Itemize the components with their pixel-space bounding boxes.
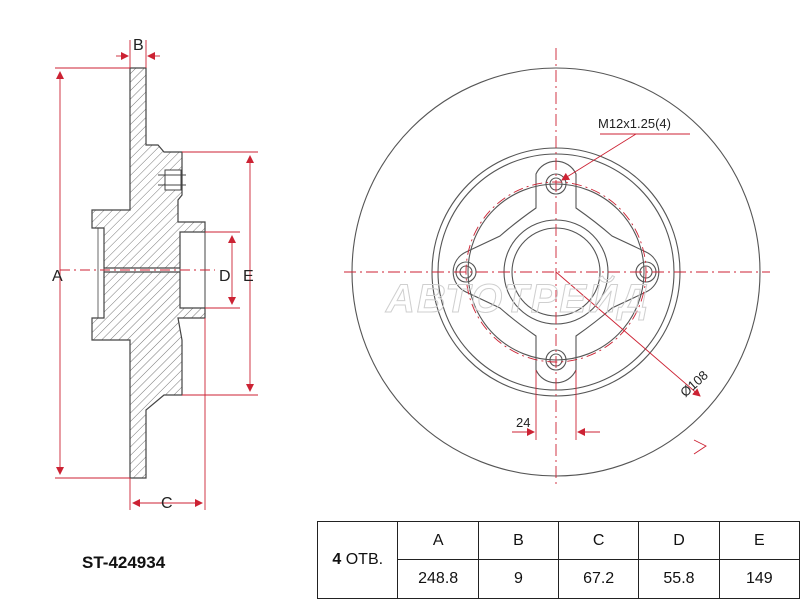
value-d: 55.8	[638, 559, 720, 599]
header-a: A	[397, 521, 479, 560]
side-dimensions	[55, 40, 258, 510]
holes-unit: ОТВ.	[345, 551, 384, 568]
spec-table-header-row: 4 ОТВ. A B C D E	[316, 521, 800, 599]
spec-table: 4 ОТВ. A B C D E 248.8 9 67.2 55.8 149	[316, 521, 800, 599]
dim-label-b: B	[133, 37, 144, 54]
pcd-circle	[465, 181, 647, 363]
pcd-label: Ø108	[677, 367, 711, 399]
thread-callout: M12x1.25(4)	[598, 116, 671, 131]
section-lower	[91, 271, 206, 479]
bolt-hole-detail	[164, 169, 182, 191]
holes-cell: 4 ОТВ.	[316, 521, 399, 599]
header-b: B	[477, 521, 559, 560]
dim-label-a: A	[52, 268, 63, 285]
spec-table-value-row: 248.8 9 67.2 55.8 149	[318, 559, 800, 599]
side-dimension-labels: A B C D E	[52, 37, 254, 512]
dim-label-c: C	[161, 495, 173, 512]
header-e: E	[718, 521, 800, 560]
front-labels: M12x1.25(4) Ø108 24	[516, 116, 711, 430]
front-dimensions	[344, 48, 770, 488]
value-c: 67.2	[557, 559, 640, 599]
value-e: 149	[718, 559, 800, 599]
header-d: D	[638, 521, 720, 560]
section-upper	[91, 67, 206, 269]
holes-count: 4	[332, 551, 342, 568]
side-section-view	[60, 67, 215, 479]
dim-label-d: D	[219, 268, 231, 285]
dim-label-e: E	[243, 268, 254, 285]
header-c: C	[557, 521, 640, 560]
value-b: 9	[477, 559, 559, 599]
value-a: 248.8	[397, 559, 479, 599]
watermark: АВТОТРЕЙД	[385, 274, 650, 321]
width-label: 24	[516, 415, 530, 430]
part-number: ST-424934	[82, 553, 166, 572]
